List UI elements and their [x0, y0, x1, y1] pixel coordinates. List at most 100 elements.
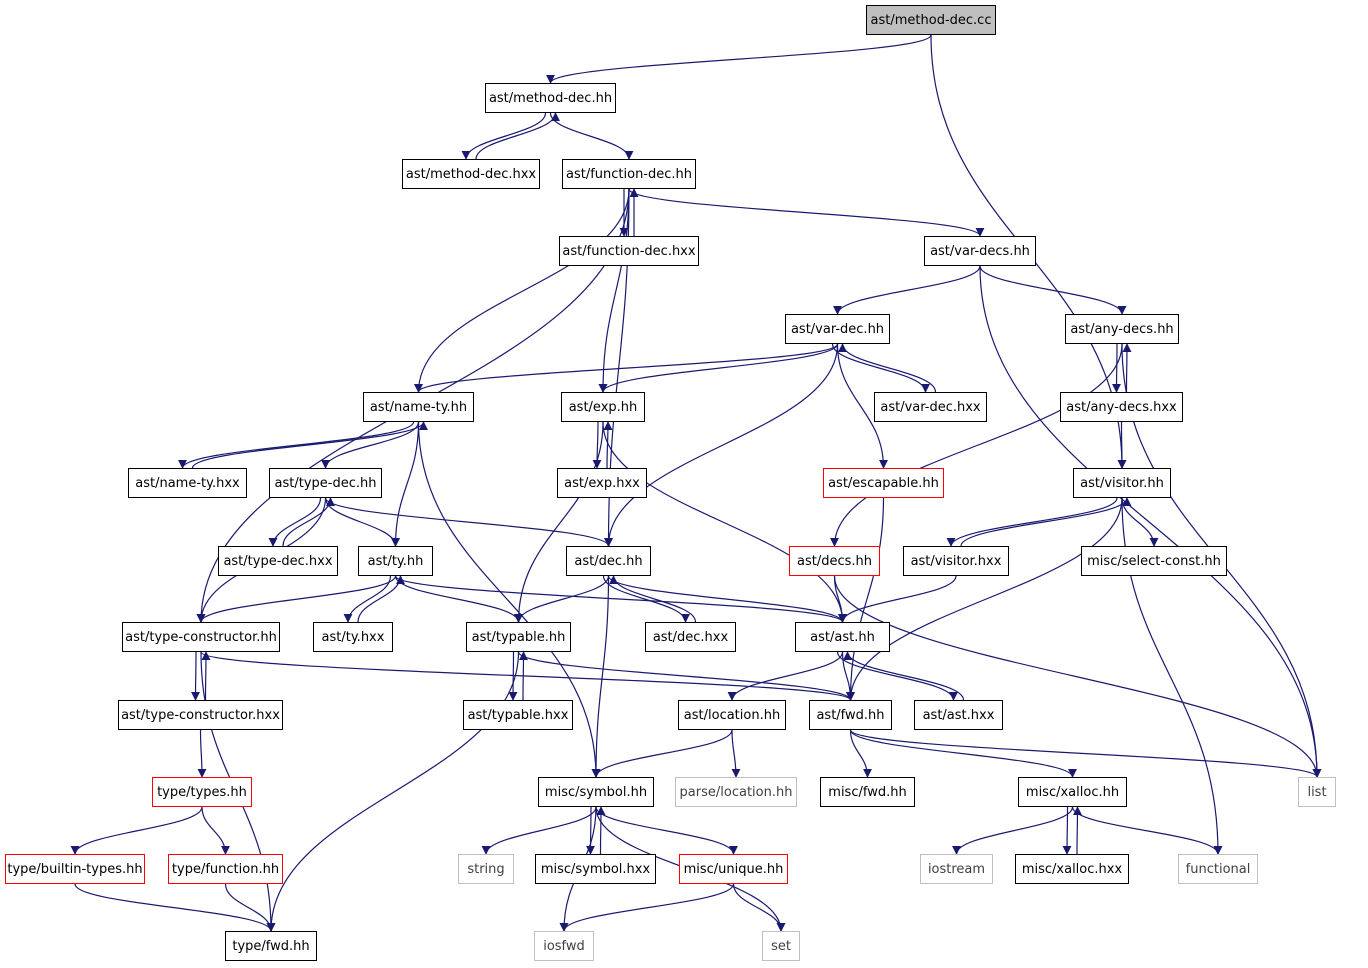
- node-function-dec-hxx[interactable]: ast/function-dec.hxx: [559, 236, 699, 266]
- node-typable-hxx[interactable]: ast/typable.hxx: [463, 700, 573, 730]
- edge-name-ty-hh-to-symbol-hh: [417, 421, 601, 778]
- edge-location-hh-to-symbol-hh: [591, 729, 733, 778]
- node-ast-hxx[interactable]: ast/ast.hxx: [914, 700, 1003, 730]
- edge-xalloc-hxx-to-xalloc-hh: [1072, 806, 1082, 855]
- node-function-hh[interactable]: type/function.hh: [168, 854, 283, 884]
- edge-fwd-hh-to-list: [849, 729, 1322, 778]
- edge-fwd-hh-to-xalloc-hh: [849, 729, 1077, 778]
- edge-any-decs-hxx-to-visitor-hh: [1117, 421, 1127, 469]
- node-type-fwd-hh[interactable]: type/fwd.hh: [225, 931, 317, 961]
- node-symbol-hh[interactable]: misc/symbol.hh: [538, 777, 654, 807]
- node-iosfwd: iosfwd: [534, 931, 594, 961]
- edge-ast-hxx-to-ast-hh: [843, 651, 965, 701]
- edge-exp-hh-to-exp-hxx: [592, 421, 602, 469]
- node-location-hh[interactable]: ast/location.hh: [678, 700, 786, 730]
- edge-symbol-hh-to-symbol-hxx: [586, 806, 596, 855]
- node-function-dec-hh[interactable]: ast/function-dec.hh: [562, 159, 696, 189]
- node-type-dec-hh[interactable]: ast/type-dec.hh: [269, 468, 382, 498]
- node-exp-hxx[interactable]: ast/exp.hxx: [557, 468, 647, 498]
- edge-var-decs-hh-to-var-dec-hh: [833, 265, 981, 315]
- edge-visitor-hh-to-fwd-hh: [846, 497, 1123, 701]
- edge-var-dec-hh-to-dec-hh: [604, 343, 839, 547]
- node-type-constructor-hxx[interactable]: ast/type-constructor.hxx: [118, 700, 283, 730]
- edge-visitor-hxx-to-ast-hh: [838, 575, 957, 623]
- edge-function-dec-hh-to-exp-hh: [598, 188, 630, 393]
- node-unique-hh[interactable]: misc/unique.hh: [679, 854, 788, 884]
- edge-var-dec-hh-to-exp-hh: [598, 343, 839, 393]
- edge-ast-hh-to-ast-hxx: [836, 651, 958, 701]
- node-visitor-hxx[interactable]: ast/visitor.hxx: [903, 546, 1009, 576]
- edge-decs-hh-to-list: [833, 575, 1322, 778]
- node-dec-hxx[interactable]: ast/dec.hxx: [645, 622, 736, 652]
- node-name-ty-hh[interactable]: ast/name-ty.hh: [363, 392, 474, 422]
- edge-type-dec-hh-to-dec-hh: [324, 497, 613, 547]
- edge-type-constructor-hxx-to-type-constructor-hh: [201, 651, 211, 701]
- edge-builtin-types-hh-to-type-fwd-hh: [74, 883, 276, 932]
- edge-var-dec-hh-to-escapable-hh: [836, 343, 888, 469]
- edge-unique-hh-to-iosfwd: [559, 883, 735, 932]
- node-visitor-hh[interactable]: ast/visitor.hh: [1073, 468, 1171, 498]
- edge-exp-hxx-to-exp-hh: [603, 421, 613, 469]
- edge-method-dec-hxx-to-method-dec-hh: [475, 112, 560, 160]
- node-dec-hh[interactable]: ast/dec.hh: [566, 546, 651, 576]
- edge-xalloc-hh-to-xalloc-hxx: [1062, 806, 1072, 855]
- node-string: string: [458, 854, 514, 884]
- edge-exp-hh-to-typable-hh: [514, 421, 604, 623]
- edge-ty-hh-to-typable-hh: [394, 575, 523, 623]
- node-typable-hh[interactable]: ast/typable.hh: [466, 622, 571, 652]
- edge-type-constructor-hh-to-fwd-hh: [200, 651, 855, 701]
- edge-type-constructor-hxx-to-types-hh: [197, 729, 207, 778]
- node-ast-hh[interactable]: ast/ast.hh: [795, 622, 890, 652]
- node-any-decs-hh[interactable]: ast/any-decs.hh: [1065, 314, 1179, 344]
- node-type-dec-hxx[interactable]: ast/type-dec.hxx: [218, 546, 338, 576]
- node-ty-hxx[interactable]: ast/ty.hxx: [313, 622, 393, 652]
- edge-ty-hh-to-type-constructor-hh: [196, 575, 397, 623]
- node-decs-hh[interactable]: ast/decs.hh: [789, 546, 880, 576]
- edge-type-dec-hxx-to-type-dec-hh: [282, 497, 335, 547]
- edge-ty-hxx-to-ty-hh: [357, 575, 405, 623]
- node-symbol-hxx[interactable]: misc/symbol.hxx: [535, 854, 656, 884]
- edge-type-dec-hh-to-ty-hh: [324, 497, 400, 547]
- node-method-dec-hh[interactable]: ast/method-dec.hh: [485, 83, 616, 113]
- node-xalloc-hh[interactable]: misc/xalloc.hh: [1018, 777, 1127, 807]
- edge-method-dec-cc-to-method-dec-hh: [546, 34, 932, 84]
- edge-method-dec-hh-to-function-dec-hh: [549, 112, 634, 160]
- edge-unique-hh-to-set: [732, 883, 786, 932]
- node-type-constructor-hh[interactable]: ast/type-constructor.hh: [122, 622, 280, 652]
- edge-symbol-hh-to-string: [481, 806, 597, 855]
- node-name-ty-hxx[interactable]: ast/name-ty.hxx: [128, 468, 247, 498]
- node-var-dec-hh[interactable]: ast/var-dec.hh: [785, 314, 890, 344]
- node-xalloc-hxx[interactable]: misc/xalloc.hxx: [1015, 854, 1129, 884]
- node-list: list: [1298, 777, 1336, 807]
- node-builtin-types-hh[interactable]: type/builtin-types.hh: [5, 854, 145, 884]
- edge-name-ty-hh-to-type-dec-hh: [321, 421, 420, 469]
- node-any-decs-hxx[interactable]: ast/any-decs.hxx: [1060, 392, 1183, 422]
- edge-name-ty-hh-to-ty-hh: [391, 421, 420, 547]
- node-method-dec-cc[interactable]: ast/method-dec.cc: [866, 5, 996, 35]
- node-escapable-hh[interactable]: ast/escapable.hh: [823, 468, 944, 498]
- edge-dec-hh-to-ast-hh: [607, 575, 847, 623]
- node-exp-hh[interactable]: ast/exp.hh: [561, 392, 645, 422]
- edge-symbol-hh-to-unique-hh: [595, 806, 738, 855]
- node-ty-hh[interactable]: ast/ty.hh: [358, 546, 433, 576]
- edge-location-hh-to-parse-location-hh: [731, 729, 741, 778]
- edge-escapable-hh-to-fwd-hh: [846, 497, 885, 701]
- edge-var-dec-hh-to-var-dec-hxx: [831, 343, 930, 393]
- edge-fwd-hh-to-misc-fwd-hh: [849, 729, 872, 778]
- edge-var-dec-hxx-to-var-dec-hh: [838, 343, 937, 393]
- node-functional: functional: [1178, 854, 1258, 884]
- edge-ast-hh-to-fwd-hh: [841, 651, 855, 701]
- node-misc-fwd-hh[interactable]: misc/fwd.hh: [820, 777, 915, 807]
- edge-xalloc-hh-to-iostream: [952, 806, 1074, 855]
- node-select-const-hh[interactable]: misc/select-const.hh: [1081, 546, 1227, 576]
- node-types-hh[interactable]: type/types.hh: [152, 777, 252, 807]
- edge-function-hh-to-type-fwd-hh: [224, 883, 276, 932]
- edge-var-decs-hh-to-list: [979, 265, 1322, 778]
- node-fwd-hh[interactable]: ast/fwd.hh: [809, 700, 892, 730]
- edge-exp-hh-to-ast-hh: [602, 421, 847, 623]
- node-var-dec-hxx[interactable]: ast/var-dec.hxx: [874, 392, 987, 422]
- node-var-decs-hh[interactable]: ast/var-decs.hh: [924, 236, 1036, 266]
- node-method-dec-hxx[interactable]: ast/method-dec.hxx: [402, 159, 540, 189]
- edge-typable-hxx-to-typable-hh: [518, 651, 528, 701]
